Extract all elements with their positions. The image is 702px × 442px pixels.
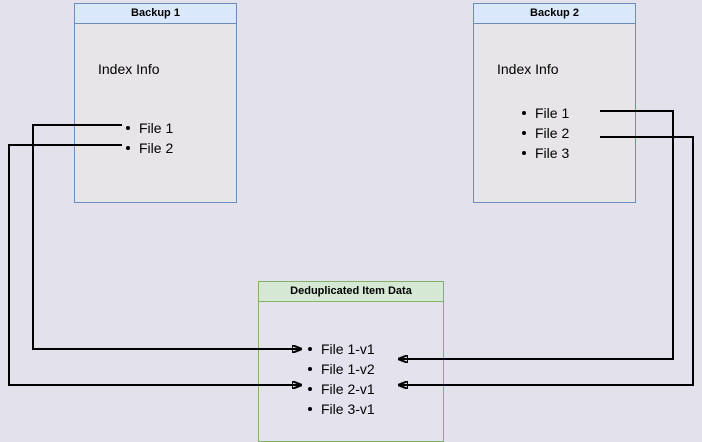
list-item[interactable]: File 1-v1 (306, 339, 375, 359)
backup-2-file-list: File 1 File 2 File 3 (520, 103, 569, 163)
deduplicated-file-list: File 1-v1 File 1-v2 File 2-v1 File 3-v1 (306, 339, 375, 419)
list-item[interactable]: File 1-v2 (306, 359, 375, 379)
list-item[interactable]: File 1 (520, 103, 569, 123)
backup-1-title: Backup 1 (74, 3, 237, 24)
backup-1-index-info-label: Index Info (98, 61, 160, 77)
list-item[interactable]: File 2-v1 (306, 379, 375, 399)
backup-2-title: Backup 2 (473, 3, 636, 24)
list-item[interactable]: File 3 (520, 143, 569, 163)
list-item[interactable]: File 2 (124, 138, 173, 158)
backup-2-index-info-label: Index Info (497, 61, 559, 77)
list-item[interactable]: File 3-v1 (306, 399, 375, 419)
backup-1-body (74, 24, 237, 203)
backup-2-box[interactable]: Backup 2 Index Info File 1 File 2 File 3 (473, 3, 636, 203)
list-item[interactable]: File 1 (124, 118, 173, 138)
list-item[interactable]: File 2 (520, 123, 569, 143)
deduplicated-item-data-title: Deduplicated Item Data (258, 281, 444, 302)
deduplicated-item-data-box[interactable]: Deduplicated Item Data File 1-v1 File 1-… (258, 281, 444, 442)
backup-1-file-list: File 1 File 2 (124, 118, 173, 158)
backup-1-box[interactable]: Backup 1 Index Info File 1 File 2 (74, 3, 237, 203)
